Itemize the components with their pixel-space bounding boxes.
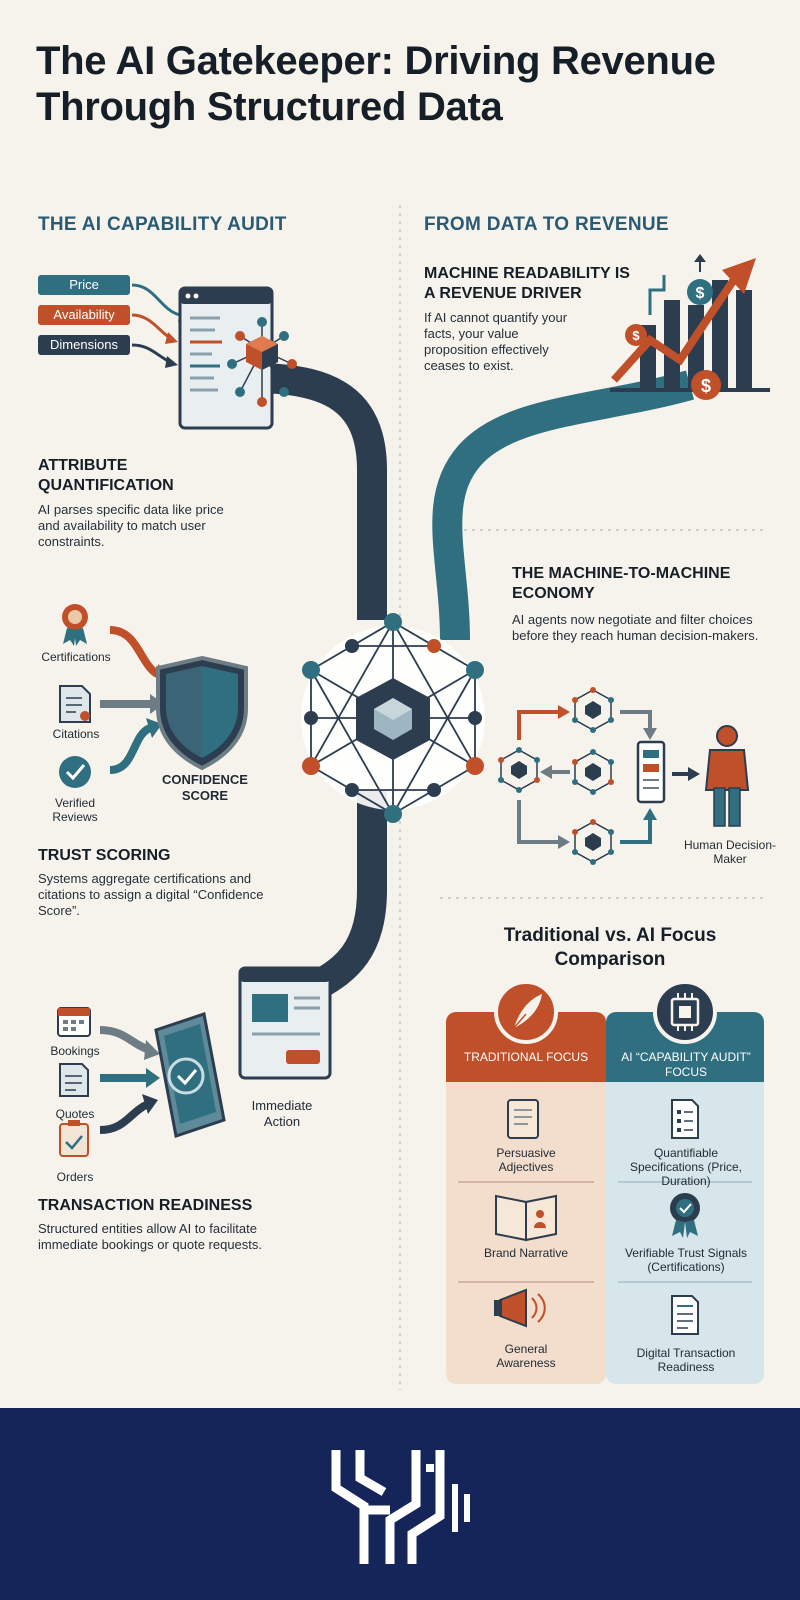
trust-heading: TRUST SCORING xyxy=(38,847,171,864)
page-title: The AI Gatekeeper: Driving Revenue Throu… xyxy=(36,39,716,129)
trust-body: Systems aggregate certifications and cit… xyxy=(38,871,264,918)
comparison-table xyxy=(446,980,764,1384)
ai-item: Verifiable Trust Signals (Certifications… xyxy=(624,1246,748,1274)
trust-input-citations: Citations xyxy=(52,727,100,741)
certification-badge-icon xyxy=(62,604,88,646)
attribute-pill-price: Price xyxy=(38,275,130,295)
traditional-item: Brand Narrative xyxy=(483,1246,569,1260)
confidence-score-label: CONFIDENCE SCORE xyxy=(162,772,248,803)
comparison-title: Traditional vs. AI Focus Comparison xyxy=(503,925,717,970)
readability-heading: MACHINE READABILITY IS A REVENUE DRIVER xyxy=(424,265,630,302)
verified-badge-icon xyxy=(59,756,91,788)
traditional-focus-header: TRADITIONAL FOCUS xyxy=(463,1050,589,1064)
right-column-heading: FROM DATA TO REVENUE xyxy=(424,214,669,235)
ai-focus-header: AI “CAPABILITY AUDIT” FOCUS xyxy=(621,1050,751,1079)
agent-node-icon xyxy=(498,747,540,793)
scroll-icon xyxy=(507,1099,539,1139)
transaction-document-icon xyxy=(671,1295,699,1335)
ai-item: Digital Transaction Readiness xyxy=(636,1346,736,1374)
svg-text:$: $ xyxy=(696,285,705,302)
traditional-item: Persuasive Adjectives xyxy=(496,1146,556,1174)
agent-node-icon xyxy=(572,819,614,865)
data-browser-illustration xyxy=(178,286,297,430)
central-hub-icon xyxy=(301,613,485,823)
readability-body: If AI cannot quantify your facts, your v… xyxy=(424,310,568,373)
ai-item: Quantifiable Specifications (Price, Dura… xyxy=(629,1146,743,1188)
spec-document-icon xyxy=(671,1099,699,1139)
human-person-icon xyxy=(704,725,750,827)
transaction-input-quotes: Quotes xyxy=(55,1107,95,1121)
action-browser-illustration xyxy=(238,966,332,1080)
m2m-body: AI agents now negotiate and filter choic… xyxy=(512,612,759,643)
attribute-heading: ATTRIBUTE QUANTIFICATION xyxy=(38,457,174,494)
megaphone-icon xyxy=(494,1288,546,1328)
agent-node-icon xyxy=(572,749,614,795)
flow-pipe-top-left xyxy=(261,363,387,620)
svg-text:$: $ xyxy=(632,328,640,343)
trust-input-reviews: Verified Reviews xyxy=(52,796,98,824)
footer-band xyxy=(0,1408,800,1600)
attribute-body: AI parses specific data like price and a… xyxy=(38,502,224,549)
immediate-action-label: Immediate Action xyxy=(251,1098,313,1129)
tablet-check-illustration xyxy=(154,1012,226,1138)
calendar-icon xyxy=(57,1007,91,1037)
transaction-input-bookings: Bookings xyxy=(50,1044,100,1058)
attribute-pill-availability: Availability xyxy=(38,305,130,325)
transaction-heading: TRANSACTION READINESS xyxy=(38,1197,253,1214)
trust-input-certifications: Certifications xyxy=(41,650,111,664)
svg-text:$: $ xyxy=(701,376,711,396)
book-icon xyxy=(495,1194,557,1242)
agent-network-diagram xyxy=(498,687,700,865)
attribute-pill-dimensions: Dimensions xyxy=(38,335,130,355)
shield-icon xyxy=(156,655,248,771)
flow-pipe-right xyxy=(432,370,695,641)
flow-pipe-bottom-left xyxy=(310,790,387,999)
quote-document-icon xyxy=(59,1063,89,1097)
agent-node-icon xyxy=(572,687,614,733)
revenue-chart-icon: $ $ $ xyxy=(610,254,770,400)
m2m-heading: THE MACHINE-TO-MACHINE ECONOMY xyxy=(512,565,731,602)
trust-badge-icon xyxy=(670,1193,700,1238)
citation-document-icon xyxy=(59,685,91,723)
transaction-input-orders: Orders xyxy=(56,1170,94,1184)
traditional-item: General Awareness xyxy=(496,1342,556,1370)
brand-logo-icon xyxy=(331,1450,470,1564)
human-decision-maker-label: Human Decision-Maker xyxy=(683,838,777,866)
order-clipboard-icon xyxy=(59,1120,89,1157)
left-column-heading: THE AI CAPABILITY AUDIT xyxy=(38,214,287,235)
transaction-body: Structured entities allow AI to facilita… xyxy=(38,1221,263,1252)
